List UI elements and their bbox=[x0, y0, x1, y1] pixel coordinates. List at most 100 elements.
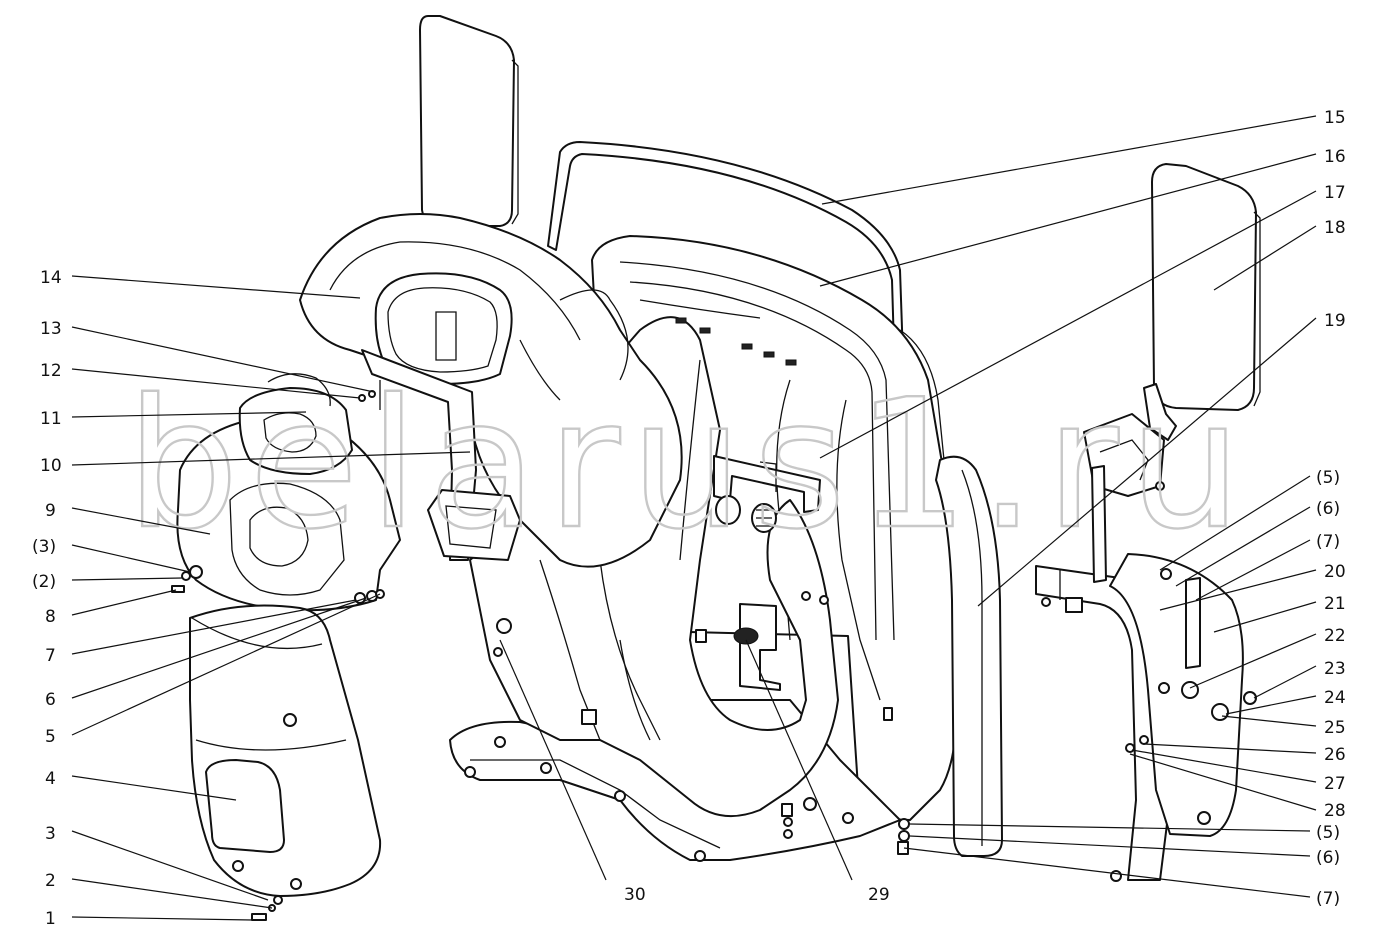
leader-line bbox=[71, 544, 191, 573]
leader-line bbox=[1213, 225, 1317, 291]
callout-27: 27 bbox=[1324, 774, 1346, 794]
leader-line bbox=[1221, 715, 1317, 727]
callout-23: 23 bbox=[1324, 659, 1346, 679]
bracket-17 bbox=[713, 455, 821, 513]
callout-2-ref: (2) bbox=[32, 572, 56, 592]
callout-16: 16 bbox=[1324, 147, 1346, 167]
leader-line bbox=[1175, 506, 1311, 587]
callout-13: 13 bbox=[40, 319, 62, 339]
callout-1: 1 bbox=[45, 909, 56, 929]
rocker-switch bbox=[733, 627, 759, 645]
callout-15: 15 bbox=[1324, 108, 1346, 128]
leader-line bbox=[1195, 539, 1311, 601]
callout-30: 30 bbox=[624, 885, 646, 905]
leader-line bbox=[71, 275, 361, 299]
callout-3-ref: (3) bbox=[32, 537, 56, 557]
callout-6-ref-upper: (6) bbox=[1316, 499, 1340, 519]
callout-11: 11 bbox=[40, 409, 62, 429]
studs bbox=[675, 317, 829, 605]
leader-line bbox=[71, 326, 375, 393]
leader-line bbox=[71, 368, 361, 399]
callout-6-ref-lower: (6) bbox=[1316, 848, 1340, 868]
leader-line bbox=[819, 153, 1317, 287]
switch-bracket bbox=[739, 603, 781, 691]
callout-5: 5 bbox=[45, 727, 56, 747]
callout-25: 25 bbox=[1324, 718, 1346, 738]
leader-line bbox=[903, 847, 1311, 898]
leader-line bbox=[1159, 569, 1317, 611]
callout-3: 3 bbox=[45, 824, 56, 844]
air-vent bbox=[427, 489, 521, 561]
callout-2: 2 bbox=[45, 871, 56, 891]
leader-line bbox=[71, 599, 357, 655]
leader-line bbox=[909, 823, 1311, 832]
watermark: belarus1.ru bbox=[126, 361, 1252, 568]
upright-support bbox=[1091, 465, 1107, 583]
leader-line bbox=[1129, 753, 1317, 811]
leader-line bbox=[1131, 749, 1317, 783]
leader-line bbox=[71, 593, 381, 736]
callout-9: 9 bbox=[45, 501, 56, 521]
leader-line bbox=[977, 317, 1317, 607]
leader-line bbox=[1189, 633, 1317, 689]
leader-line bbox=[1253, 665, 1317, 699]
leader-line bbox=[1213, 601, 1317, 633]
leader-line bbox=[71, 411, 307, 418]
callout-26: 26 bbox=[1324, 745, 1346, 765]
callout-19: 19 bbox=[1324, 311, 1346, 331]
leader-line bbox=[71, 878, 273, 909]
leader-line bbox=[909, 835, 1311, 857]
parts-drawing bbox=[171, 15, 1261, 921]
callout-12: 12 bbox=[40, 361, 62, 381]
leader-line bbox=[819, 190, 1317, 459]
callout-24: 24 bbox=[1324, 688, 1346, 708]
leader-line bbox=[499, 639, 607, 881]
lower-front-cover bbox=[189, 604, 382, 897]
leader-line bbox=[1159, 475, 1311, 571]
right-post bbox=[935, 455, 1003, 857]
mounting-plate-21 bbox=[1109, 553, 1244, 837]
callout-7-ref-lower: (7) bbox=[1316, 889, 1340, 909]
leader-line bbox=[71, 597, 367, 699]
leader-line bbox=[821, 115, 1317, 205]
left-mirror bbox=[419, 15, 515, 227]
bracket-flange bbox=[1185, 577, 1201, 669]
callout-6: 6 bbox=[45, 690, 56, 710]
callout-5-ref-lower: (5) bbox=[1316, 823, 1340, 843]
leader-lines bbox=[71, 115, 1317, 921]
callout-7-ref-upper: (7) bbox=[1316, 532, 1340, 552]
callout-17: 17 bbox=[1324, 183, 1346, 203]
callout-10: 10 bbox=[40, 456, 62, 476]
leader-line bbox=[71, 451, 471, 466]
callout-8: 8 bbox=[45, 607, 56, 627]
socket-fitting bbox=[715, 495, 741, 525]
callout-20: 20 bbox=[1324, 562, 1346, 582]
leader-line bbox=[71, 507, 211, 535]
callouts-right: 15 16 17 18 19 (5) (6) (7) 20 21 22 23 2… bbox=[1316, 108, 1346, 909]
leader-line bbox=[1143, 743, 1317, 754]
leader-line bbox=[71, 775, 237, 801]
leader-line bbox=[1225, 695, 1317, 715]
callout-29: 29 bbox=[868, 885, 890, 905]
callouts-bottom: 30 29 bbox=[624, 885, 890, 905]
inspection-hatch bbox=[205, 759, 285, 853]
callout-4: 4 bbox=[45, 769, 56, 789]
leader-line bbox=[71, 830, 269, 901]
callout-5-ref-upper: (5) bbox=[1316, 468, 1340, 488]
leader-line bbox=[71, 916, 253, 921]
callout-28: 28 bbox=[1324, 801, 1346, 821]
floor-fasteners bbox=[464, 629, 893, 862]
callout-21: 21 bbox=[1324, 594, 1346, 614]
leader-line bbox=[745, 639, 853, 881]
heater-unit-11 bbox=[238, 387, 353, 475]
callout-18: 18 bbox=[1324, 218, 1346, 238]
callout-22: 22 bbox=[1324, 626, 1346, 646]
leader-line bbox=[71, 577, 183, 581]
leader-line bbox=[71, 589, 177, 616]
callout-14: 14 bbox=[40, 268, 62, 288]
callout-7: 7 bbox=[45, 646, 56, 666]
callouts-left: 14 13 12 11 10 9 (3) (2) 8 7 6 5 4 3 2 1 bbox=[32, 268, 62, 929]
right-mirror bbox=[1151, 163, 1257, 411]
